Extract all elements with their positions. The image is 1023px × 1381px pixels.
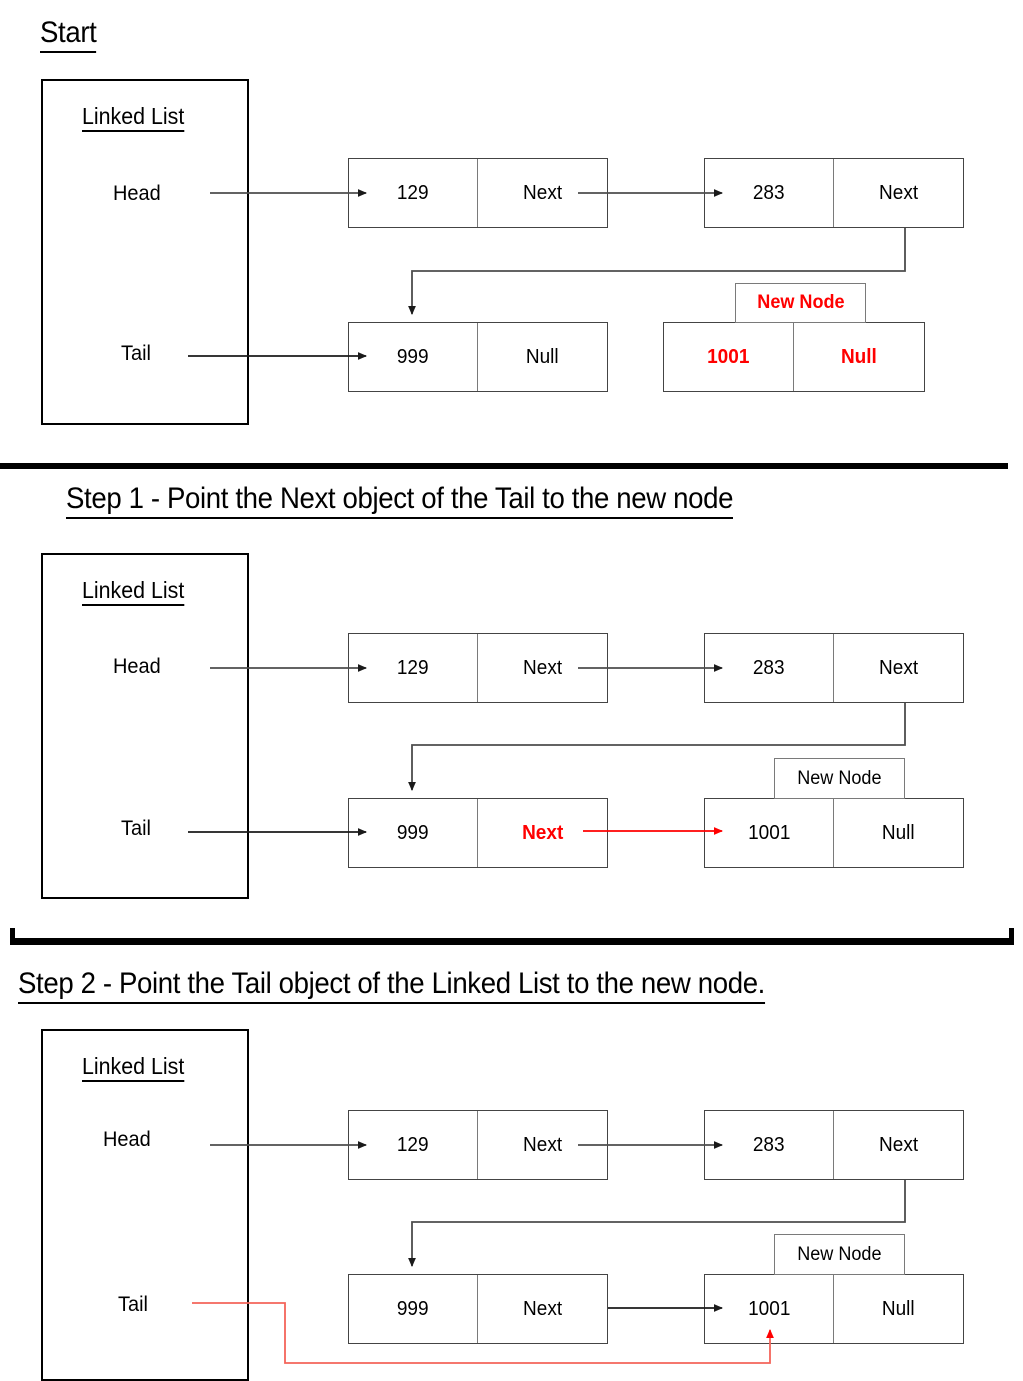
node-next-text: Next: [878, 656, 919, 679]
node-next-cell: Next: [478, 799, 607, 867]
node-value-text: 999: [397, 821, 429, 844]
node-next-text: Next: [522, 1133, 563, 1156]
node-next-text: Null: [882, 1297, 915, 1320]
node-next-text: Next: [521, 821, 564, 844]
node-value-cell: 283: [705, 159, 834, 227]
linked-list-title-start: Linked List: [82, 103, 185, 132]
node-129-step1: 129 Next: [348, 633, 608, 703]
bracket-bar: [10, 938, 1014, 945]
node-next-cell: Next: [478, 1111, 607, 1179]
node-value-cell: 283: [705, 634, 834, 702]
node-next-cell: Next: [834, 1111, 963, 1179]
node-129-step2: 129 Next: [348, 1110, 608, 1180]
node-next-text: Next: [878, 1133, 919, 1156]
linked-list-title-step1: Linked List: [82, 577, 185, 606]
node-283-step1: 283 Next: [704, 633, 964, 703]
node-next-cell: Next: [478, 159, 607, 227]
node-next-text: Null: [526, 345, 559, 368]
new-node-tag-text: New Node: [797, 1243, 882, 1265]
node-value-text: 129: [397, 656, 429, 679]
node-value-cell: 1001: [664, 323, 794, 391]
node-value-cell: 129: [349, 634, 478, 702]
linked-list-container-step1: [41, 553, 249, 899]
node-283-start: 283 Next: [704, 158, 964, 228]
section-heading-start: Start: [40, 16, 97, 53]
section-heading-step1: Step 1 - Point the Next object of the Ta…: [66, 482, 733, 519]
tail-label-step1: Tail: [121, 817, 151, 840]
node-129-start: 129 Next: [348, 158, 608, 228]
section-divider-1: [0, 463, 1008, 469]
node-999-step1: 999 Next: [348, 798, 608, 868]
node-value-text: 283: [753, 181, 785, 204]
bracket-tick-left: [10, 928, 15, 945]
tail-label-start: Tail: [121, 342, 151, 365]
node-value-text: 1001: [707, 345, 750, 368]
node-value-cell: 999: [349, 323, 478, 391]
node-next-cell: Next: [478, 1275, 607, 1343]
node-value-cell: 1001: [705, 1275, 834, 1343]
head-label-step1: Head: [113, 655, 161, 678]
node-value-cell: 129: [349, 159, 478, 227]
node-next-cell: Null: [478, 323, 607, 391]
node-next-cell: Null: [794, 323, 924, 391]
node-next-text: Null: [841, 345, 877, 368]
node-value-cell: 999: [349, 799, 478, 867]
bracket-tick-right: [1009, 928, 1014, 945]
node-1001-start: 1001 Null: [663, 322, 925, 392]
head-label-start: Head: [113, 182, 161, 205]
node-value-text: 1001: [747, 1297, 791, 1320]
new-node-tag-step2: New Node: [774, 1234, 905, 1275]
node-next-cell: Next: [478, 634, 607, 702]
node-value-text: 999: [397, 345, 429, 368]
node-value-text: 1001: [747, 821, 791, 844]
section-heading-step2: Step 2 - Point the Tail object of the Li…: [18, 967, 765, 1004]
node-next-cell: Null: [834, 1275, 963, 1343]
node-value-cell: 129: [349, 1111, 478, 1179]
node-value-cell: 1001: [705, 799, 834, 867]
linked-list-container-step2: [41, 1029, 249, 1381]
node-next-text: Next: [522, 656, 563, 679]
node-next-cell: Next: [834, 634, 963, 702]
node-value-text: 283: [753, 1133, 785, 1156]
node-next-cell: Null: [834, 799, 963, 867]
node-next-text: Next: [878, 181, 919, 204]
node-1001-step2: 1001 Null: [704, 1274, 964, 1344]
linked-list-title-step2: Linked List: [82, 1053, 185, 1082]
node-999-start: 999 Null: [348, 322, 608, 392]
node-value-text: 999: [397, 1297, 429, 1320]
node-next-text: Next: [522, 181, 563, 204]
new-node-tag-text: New Node: [797, 767, 882, 789]
section-divider-2: [10, 927, 1014, 945]
node-value-text: 129: [397, 181, 429, 204]
new-node-tag-start: New Node: [735, 283, 866, 323]
new-node-tag-step1: New Node: [774, 758, 905, 799]
node-value-cell: 283: [705, 1111, 834, 1179]
tail-label-step2: Tail: [118, 1293, 148, 1316]
linked-list-container-start: [41, 79, 249, 425]
new-node-tag-text: New Node: [756, 292, 845, 313]
node-next-text: Next: [522, 1297, 563, 1320]
node-value-text: 129: [397, 1133, 429, 1156]
node-value-text: 283: [753, 656, 785, 679]
node-999-step2: 999 Next: [348, 1274, 608, 1344]
head-label-step2: Head: [103, 1128, 151, 1151]
node-1001-step1: 1001 Null: [704, 798, 964, 868]
node-next-text: Null: [882, 821, 915, 844]
node-next-cell: Next: [834, 159, 963, 227]
node-283-step2: 283 Next: [704, 1110, 964, 1180]
node-value-cell: 999: [349, 1275, 478, 1343]
